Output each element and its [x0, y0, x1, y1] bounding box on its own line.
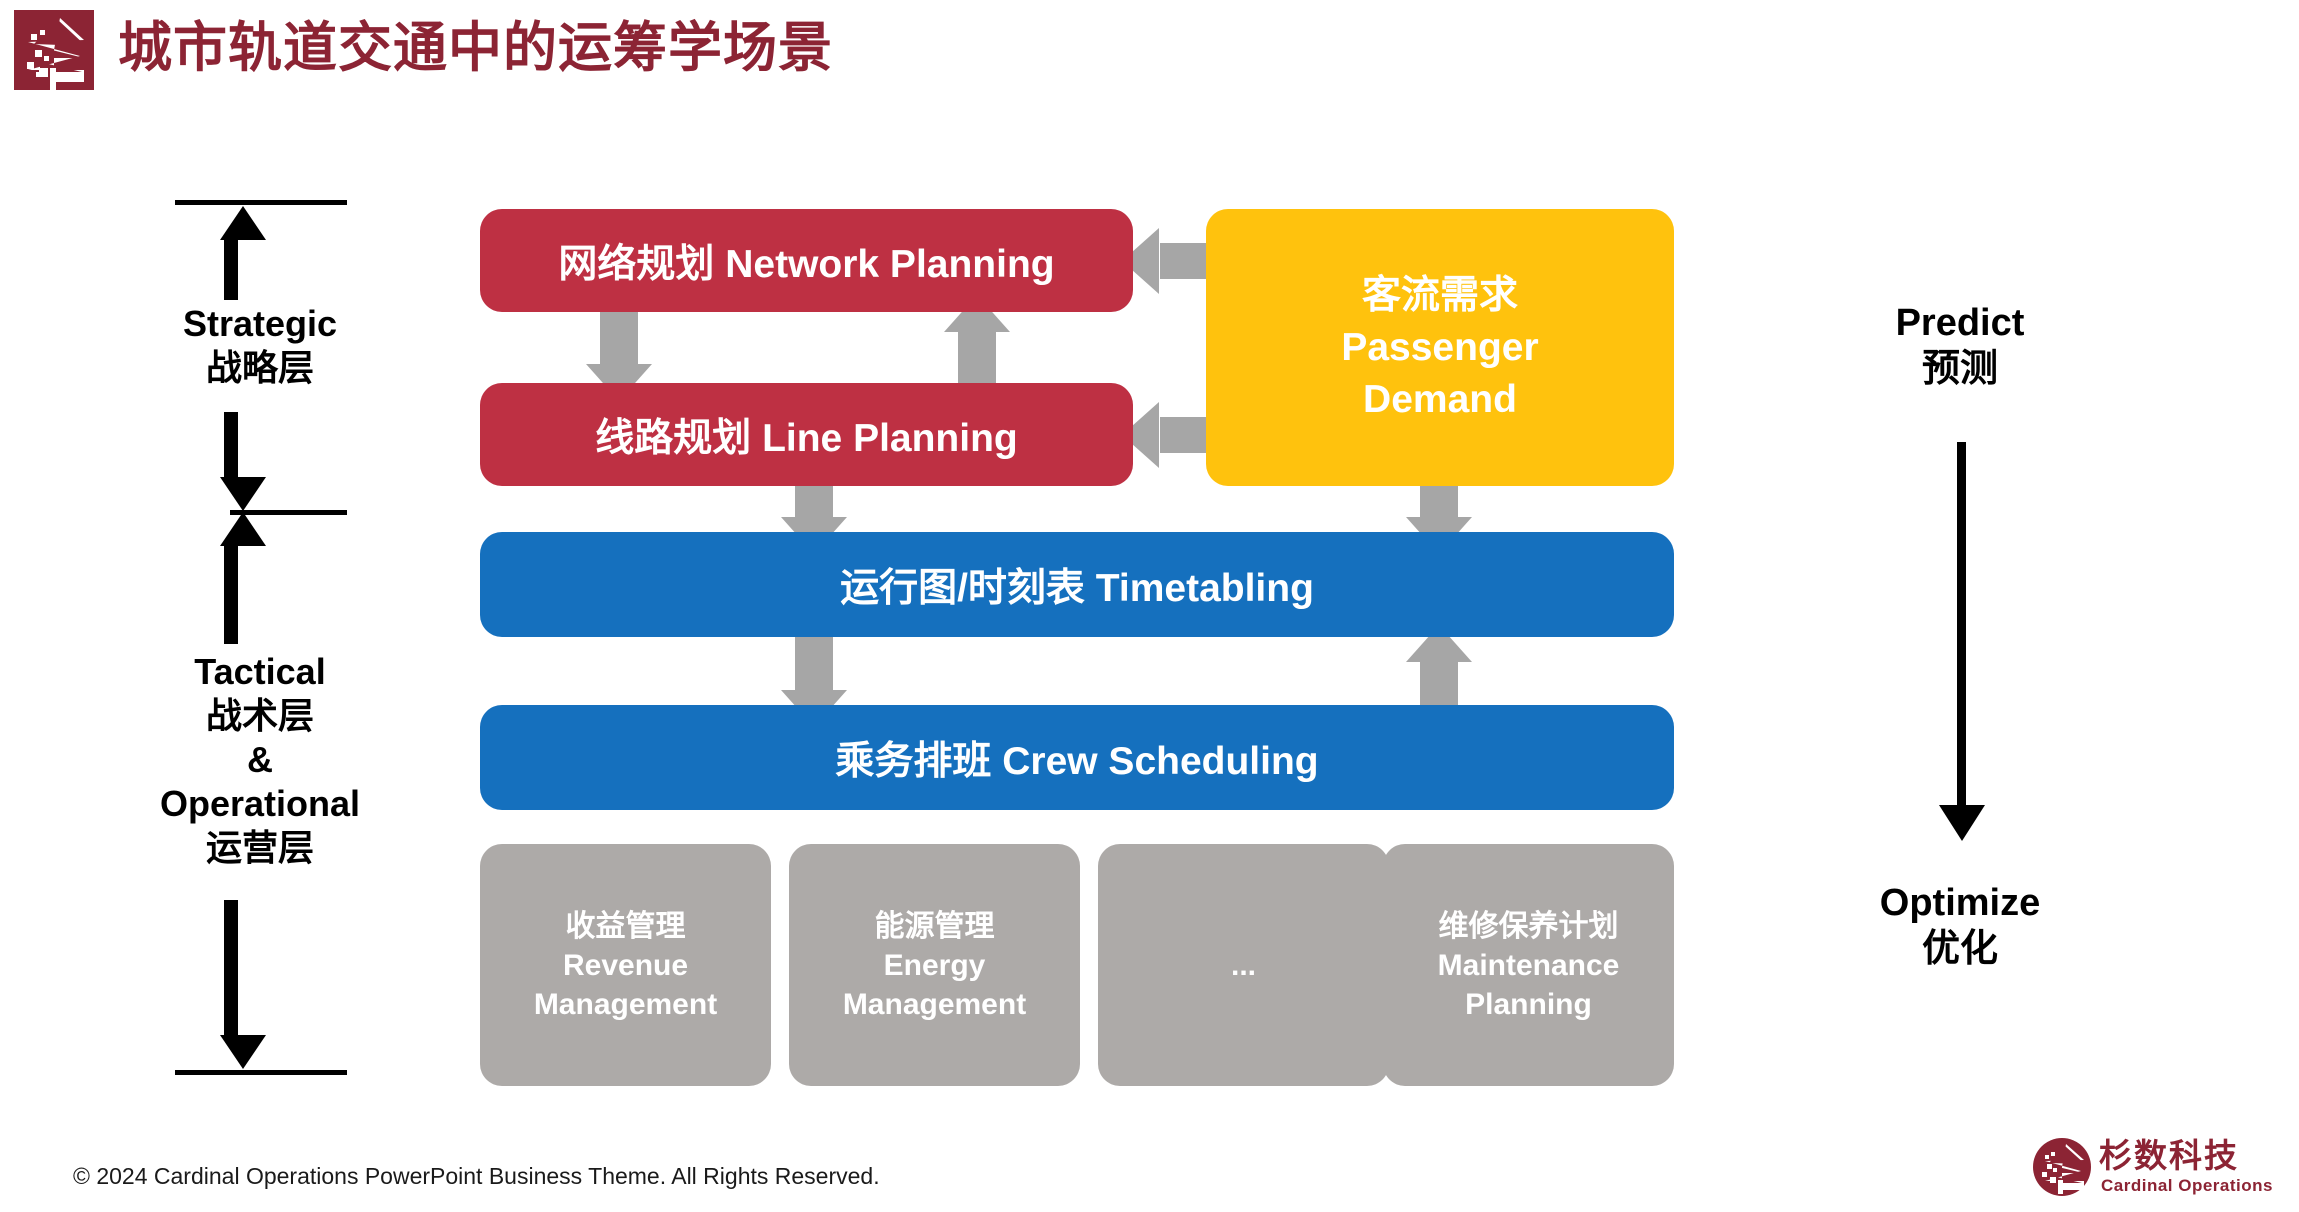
card-maintenance-planning-text: 维修保养计划 Maintenance Planning: [1438, 907, 1620, 1024]
footer-logo: 杉数科技 Cardinal Operations: [2033, 1136, 2273, 1202]
predict-optimize-arrow-head: [1939, 805, 1985, 841]
scale-label-strategic-cn: 战略层: [205, 347, 314, 388]
footer-logo-label-cn: 杉数科技: [2099, 1137, 2239, 1174]
scale-label-tactical-en: Tactical: [194, 651, 326, 692]
side-label-optimize-cn: 优化: [1921, 928, 1998, 970]
box-network-planning-label: 网络规划 Network Planning: [558, 242, 1055, 286]
card-revenue-management[interactable]: 收益管理 Revenue Management: [480, 844, 771, 1086]
scale-arrow-up-tactical-shaft: [224, 544, 238, 644]
card-line3: Management: [842, 987, 1027, 1021]
box-network-planning[interactable]: 网络规划 Network Planning: [480, 209, 1133, 312]
layer-scale: Strategic 战略层 Tactical 战术层 & Operational…: [160, 200, 360, 1080]
arrow-shaft: [600, 306, 638, 368]
scale-rule-top: [175, 200, 347, 205]
card-ellipsis-text: ...: [1230, 948, 1256, 982]
scale-label-ampersand: &: [247, 739, 273, 780]
card-line2: Revenue: [562, 948, 689, 982]
scale-label-operational-cn: 运营层: [205, 827, 314, 868]
box-passenger-demand-line1: 客流需求: [1361, 273, 1518, 317]
card-energy-management[interactable]: 能源管理 Energy Management: [789, 844, 1080, 1086]
card-energy-management-text: 能源管理 Energy Management: [843, 907, 1026, 1024]
box-crew-scheduling[interactable]: 乘务排班 Crew Scheduling: [480, 705, 1674, 810]
box-timetabling-label: 运行图/时刻表 Timetabling: [840, 566, 1314, 610]
box-line-planning[interactable]: 线路规划 Line Planning: [480, 383, 1133, 486]
scale-label-operational-en: Operational: [159, 783, 361, 824]
box-passenger-demand-line2: Passenger: [1341, 325, 1539, 369]
side-label-predict-en: Predict: [1895, 302, 2025, 344]
box-timetabling[interactable]: 运行图/时刻表 Timetabling: [480, 532, 1674, 637]
scale-arrow-up-strategic-head: [220, 206, 266, 240]
box-passenger-demand[interactable]: 客流需求 Passenger Demand: [1206, 209, 1674, 486]
box-crew-scheduling-label: 乘务排班 Crew Scheduling: [835, 739, 1319, 783]
card-line3: Management: [533, 987, 718, 1021]
scale-arrow-up-strategic-shaft: [224, 238, 238, 300]
arrow-shaft: [795, 632, 833, 697]
card-revenue-management-text: 收益管理 Revenue Management: [534, 907, 717, 1024]
scale-arrow-down-strategic-shaft: [224, 412, 238, 477]
card-more-ellipsis[interactable]: ...: [1098, 844, 1389, 1086]
box-passenger-demand-text: 客流需求 Passenger Demand: [1341, 270, 1538, 426]
side-label-predict: Predict 预测: [1760, 300, 2160, 392]
footer-copyright: © 2024 Cardinal Operations PowerPoint Bu…: [73, 1163, 880, 1189]
card-line2: Energy: [883, 948, 986, 982]
card-line1: 能源管理: [874, 909, 995, 943]
side-label-optimize-en: Optimize: [1879, 882, 2041, 924]
card-line2: Maintenance: [1437, 948, 1620, 982]
arrow-shaft: [958, 330, 996, 392]
card-line3: Planning: [1465, 987, 1592, 1021]
header-logo-icon: [14, 10, 94, 90]
footer-logo-icon: [2033, 1138, 2091, 1196]
side-label-predict-cn: 预测: [1921, 348, 1998, 390]
scale-rule-middle: [230, 510, 347, 515]
side-label-optimize: Optimize 优化: [1760, 880, 2160, 972]
scale-arrow-down-tactical-shaft: [224, 900, 238, 1035]
box-passenger-demand-line3: Demand: [1363, 377, 1517, 421]
footer-logo-label-en: Cardinal Operations: [2101, 1176, 2273, 1195]
scale-arrow-up-tactical-head: [220, 512, 266, 546]
page-title: 城市轨道交通中的运筹学场景: [118, 18, 833, 78]
scale-rule-bottom: [175, 1070, 347, 1075]
scale-arrow-down-tactical-head: [220, 1035, 266, 1069]
box-line-planning-label: 线路规划 Line Planning: [595, 416, 1018, 460]
scale-arrow-down-strategic-head: [220, 477, 266, 511]
card-line1: 维修保养计划: [1438, 909, 1619, 943]
card-maintenance-planning[interactable]: 维修保养计划 Maintenance Planning: [1383, 844, 1674, 1086]
card-line1: 收益管理: [565, 909, 686, 943]
slide-header: 城市轨道交通中的运筹学场景: [0, 0, 2299, 110]
predict-optimize-arrow-shaft: [1957, 442, 1966, 812]
scale-label-tactical-cn: 战术层: [205, 695, 314, 736]
scale-label-strategic-en: Strategic: [182, 303, 338, 344]
